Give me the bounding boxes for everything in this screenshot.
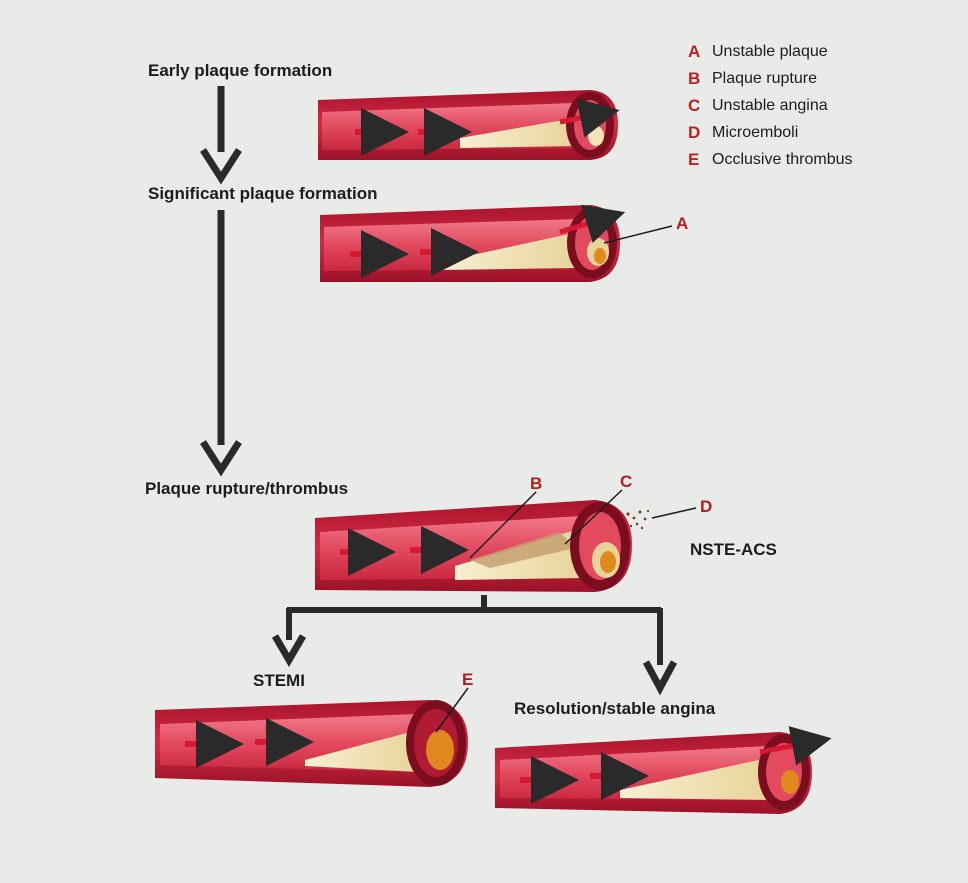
- legend-letter: A: [688, 42, 712, 62]
- stage-label-significant: Significant plaque formation: [148, 184, 378, 204]
- callout-line-d: [652, 508, 696, 518]
- legend-item-b: B Plaque rupture: [688, 65, 853, 92]
- vessel-stemi: [155, 700, 468, 787]
- flow-arrow-1: [203, 86, 239, 178]
- vessel-resolution: [495, 732, 812, 814]
- legend-letter: B: [688, 69, 712, 89]
- legend-item-d: D Microemboli: [688, 119, 853, 146]
- legend-text: Unstable angina: [712, 97, 828, 115]
- legend-letter: C: [688, 96, 712, 116]
- vessel-plaque-rupture: [315, 500, 632, 592]
- vessel-early-plaque: [318, 90, 618, 160]
- stage-label-rupture: Plaque rupture/thrombus: [145, 479, 348, 499]
- legend-letter: D: [688, 123, 712, 143]
- legend-text: Plaque rupture: [712, 70, 817, 88]
- stage-label-resolution: Resolution/stable angina: [514, 699, 715, 719]
- flow-arrow-2: [203, 210, 239, 470]
- legend-letter: E: [688, 150, 712, 170]
- callout-e: E: [462, 670, 473, 690]
- legend-text: Unstable plaque: [712, 43, 828, 61]
- legend-item-a: A Unstable plaque: [688, 38, 853, 65]
- callout-b: B: [530, 474, 542, 494]
- vessel-significant-plaque: [320, 205, 620, 282]
- legend: A Unstable plaque B Plaque rupture C Uns…: [688, 38, 853, 173]
- callout-d: D: [700, 497, 712, 517]
- stage-label-early: Early plaque formation: [148, 61, 332, 81]
- stage-label-stemi: STEMI: [253, 671, 305, 691]
- legend-text: Occlusive thrombus: [712, 151, 853, 169]
- branch-connector: [275, 595, 674, 688]
- legend-item-e: E Occlusive thrombus: [688, 146, 853, 173]
- legend-text: Microemboli: [712, 124, 798, 142]
- nste-acs-label: NSTE-ACS: [690, 540, 777, 560]
- microemboli-particles: [626, 510, 649, 529]
- callout-a: A: [676, 214, 688, 234]
- legend-item-c: C Unstable angina: [688, 92, 853, 119]
- callout-c: C: [620, 472, 632, 492]
